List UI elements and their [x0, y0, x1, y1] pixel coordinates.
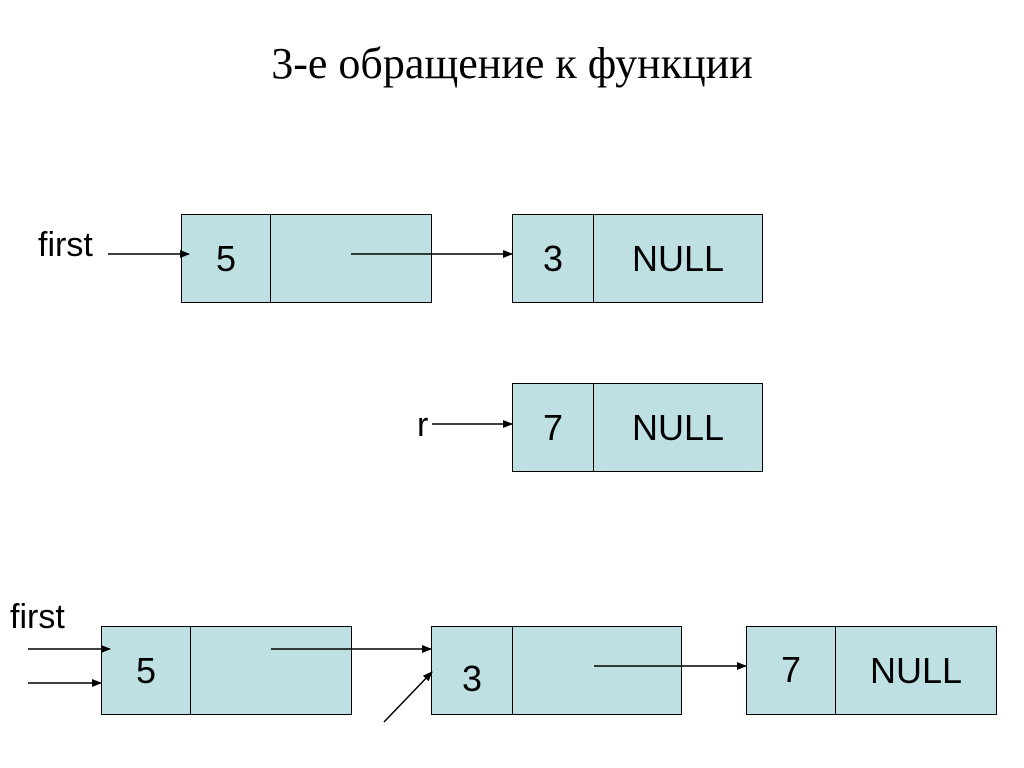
- first-label-bottom: first: [10, 598, 65, 636]
- bottom-node-3: 7 NULL: [746, 626, 997, 715]
- node-next: NULL: [631, 237, 725, 279]
- node-value: 3: [432, 627, 513, 714]
- node-value: 7: [513, 384, 594, 471]
- node-next: NULL: [631, 406, 725, 448]
- node-next: [513, 627, 681, 714]
- node-value: 5: [182, 215, 271, 302]
- top-node-1: 5: [181, 214, 432, 303]
- first-label-top: first: [38, 226, 93, 264]
- node-value: 7: [747, 627, 836, 714]
- node-value: 3: [513, 215, 594, 302]
- r-node: 7 NULL: [512, 383, 763, 472]
- slide-title: 3-е обращение к функции: [271, 39, 753, 88]
- bottom-node-2: 3: [431, 626, 682, 715]
- node-next: [271, 215, 431, 302]
- arrow-diagonal-to-bottom-node-2: [383, 671, 433, 723]
- node-next: NULL: [869, 649, 963, 691]
- bottom-node-1: 5: [101, 626, 352, 715]
- node-value: 5: [102, 627, 191, 714]
- top-node-2: 3 NULL: [512, 214, 763, 303]
- node-next: [191, 627, 351, 714]
- r-label: r: [417, 406, 429, 444]
